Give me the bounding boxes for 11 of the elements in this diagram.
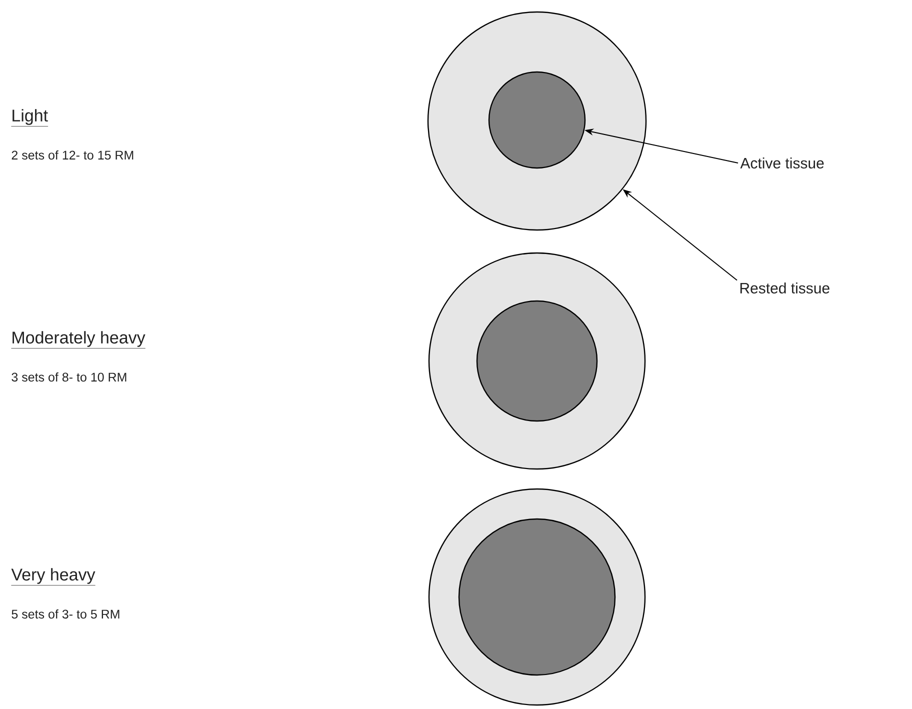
callout-label: Active tissue xyxy=(740,158,824,168)
load-description: 2 sets of 12- to 15 RM xyxy=(12,150,134,160)
load-description: 5 sets of 3- to 5 RM xyxy=(12,609,120,619)
callout-label: Rested tissue xyxy=(740,282,830,294)
load-description: 3 sets of 8- to 10 RM xyxy=(12,372,126,382)
load-heading: Very heavy xyxy=(11,568,96,586)
active-tissue-circle xyxy=(476,300,598,422)
load-heading: Light xyxy=(11,109,48,127)
active-tissue-circle xyxy=(458,518,616,676)
load-heading: Moderately heavy xyxy=(11,331,146,349)
active-tissue-circle xyxy=(488,71,586,169)
